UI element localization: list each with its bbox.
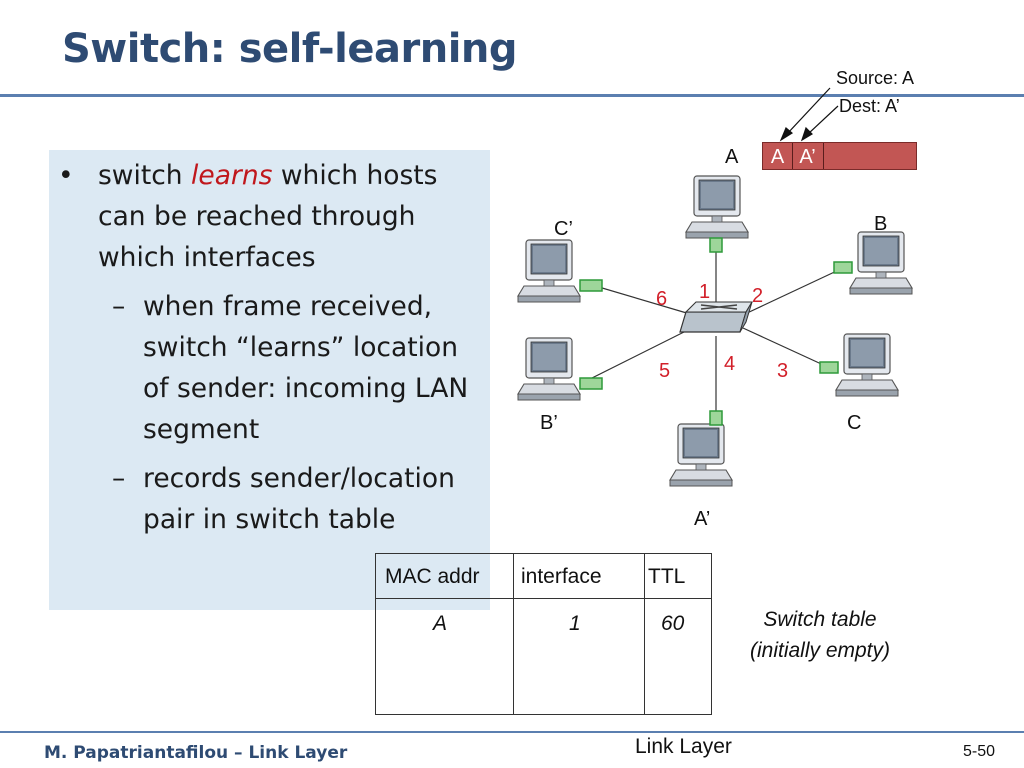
bullet-item-1: • switch learns which hosts can be reach… [58,155,488,278]
host-A-computer-icon [685,175,749,239]
host-B-label: B [874,213,888,235]
host-C-prime-label: C’ [554,218,573,240]
interface-label-5: 5 [659,360,671,382]
interface-label-6: 6 [656,288,668,310]
switch-table-caption: Switch table (initially empty) [730,604,910,666]
bullet-marker: • [58,160,74,191]
bullet-panel [49,150,490,610]
frame-dst-cell: A’ [792,143,824,169]
page-number: 5-50 [963,743,996,760]
bullet-1-text-pre: switch [98,160,192,191]
footer-section: Link Layer [635,735,732,758]
frame-pointer-arrows [779,87,839,142]
switch-table-header-row [376,554,711,599]
caption-line-2: (initially empty) [749,639,891,662]
host-A-label: A [725,146,739,168]
network-adapter-icons [579,237,853,426]
host-A-prime-label: A’ [694,508,711,530]
sub-bullet-marker: – [112,291,126,322]
host-C-computer-icon [835,333,899,397]
caption-line-1: Switch table [763,608,877,631]
table-cell-interface: 1 [569,612,581,635]
link-2 [744,267,844,315]
host-A-prime-computer-icon [669,423,733,487]
table-header-mac: MAC addr [385,565,480,588]
link-6 [591,284,691,315]
host-C-prime-computer-icon [517,239,581,303]
links [581,252,844,413]
sub-bullet-item-2: – records sender/location pair in switch… [58,458,488,540]
table-header-interface: interface [521,565,602,588]
page-title: Switch: self-learning [62,26,518,72]
host-B-computer-icon [849,231,913,295]
sub-bullet-1-text: when frame received, switch “learns” loc… [143,291,469,445]
host-B-prime-computer-icon [517,337,581,401]
footer-author: M. Papatriantafilou – Link Layer [44,743,348,763]
bullet-list: • switch learns which hosts can be reach… [58,155,488,540]
ethernet-frame: A A’ [762,142,917,170]
switch-icon [679,301,753,333]
switch-table: MAC addr interface TTL A 1 60 [375,553,712,715]
switch-table-col-mac [376,554,514,714]
frame-source-label: Source: A [836,68,915,88]
interface-label-4: 4 [724,353,736,375]
frame-dest-label: Dest: A’ [839,96,900,116]
title-divider [0,94,1024,97]
host-B-prime-label: B’ [540,412,558,434]
table-cell-mac: A [433,612,448,635]
footer-divider [0,731,1024,733]
sub-bullet-item-1: – when frame received, switch “learns” l… [58,286,488,450]
bullet-1-text-post: which hosts can be reached through which… [98,160,438,273]
host-C-label: C [847,412,862,434]
table-header-ttl: TTL [648,565,686,588]
sub-bullet-2-text: records sender/location pair in switch t… [143,463,455,535]
interface-label-3: 3 [777,360,789,382]
frame-src-cell: A [763,143,793,169]
interface-label-2: 2 [752,285,764,307]
sub-bullet-marker: – [112,463,126,494]
interface-label-1: 1 [699,281,711,303]
link-3 [742,327,831,369]
switch-table-col-interface [513,554,645,714]
table-cell-ttl: 60 [661,612,685,635]
bullet-1-emphasis: learns [191,160,273,191]
link-5 [581,329,689,384]
